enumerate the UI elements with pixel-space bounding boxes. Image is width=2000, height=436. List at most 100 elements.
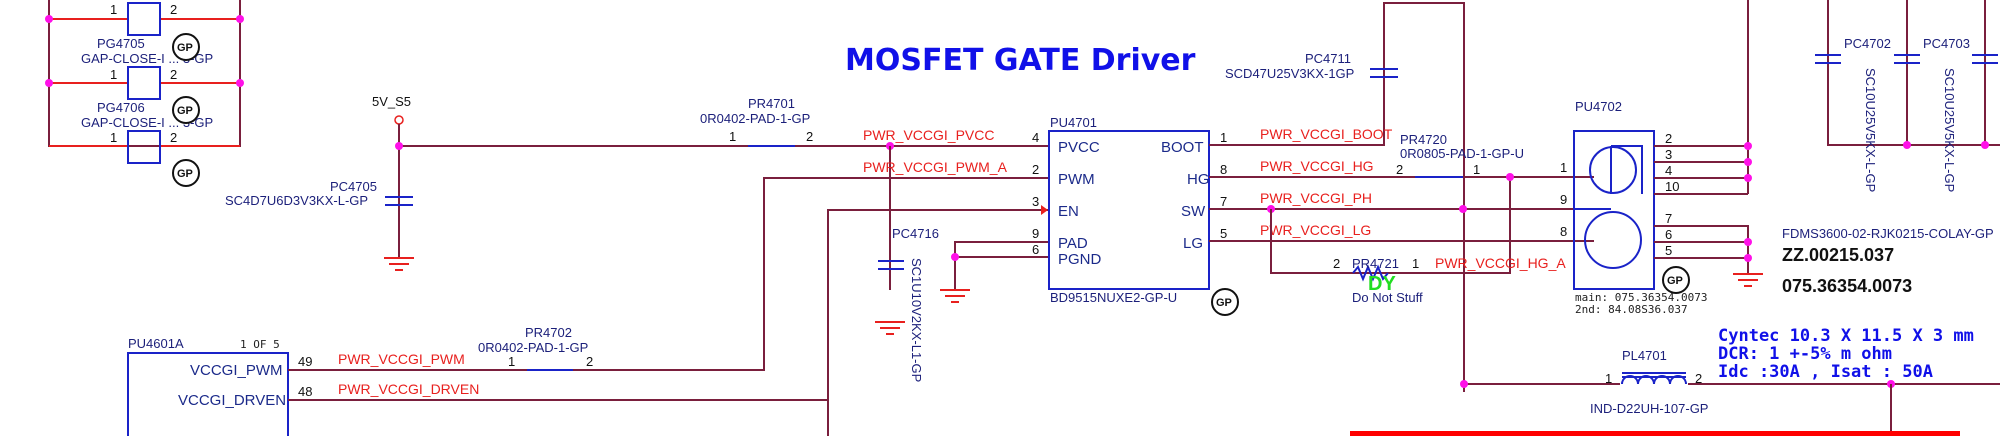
gap-pad-pg4706[interactable] [127, 66, 161, 100]
net-label: PWR_VCCGI_PVCC [863, 127, 994, 143]
gap-pad-3[interactable] [127, 130, 161, 164]
dy-flag: DY [1368, 273, 1396, 295]
pin-label: 1 [1473, 162, 1480, 177]
pin-label: 1 [110, 130, 117, 145]
svg-text:GP: GP [177, 168, 193, 180]
pin-label: 2 [170, 67, 177, 82]
res-ref-pr4720: PR4720 [1400, 132, 1447, 147]
svg-text:2: 2 [1032, 162, 1039, 177]
mosfet-2nd-pn: 2nd: 84.08S36.037 [1575, 303, 1688, 316]
gp-badge-icon: GP [172, 159, 200, 187]
svg-text:5: 5 [1220, 226, 1227, 241]
res-ref-pr4721: PR4721 [1352, 256, 1399, 271]
net-label: PWR_VCCGI_DRVEN [338, 381, 479, 397]
cap-ref-pc4705: PC4705 [330, 179, 377, 194]
ic-ref: PU4702 [1575, 99, 1622, 114]
net-label: PWR_VCCGI_HG_A [1435, 255, 1566, 271]
svg-text:8: 8 [1560, 224, 1567, 239]
svg-text:LG: LG [1183, 235, 1203, 252]
res-part-pr4720: 0R0805-PAD-1-GP-U [1400, 146, 1524, 161]
ic-part: BD9515NUXE2-GP-U [1050, 290, 1177, 305]
mosfet-part: FDMS3600-02-RJK0215-COLAY-GP [1782, 226, 1994, 241]
svg-text:PWM: PWM [1058, 171, 1095, 188]
gp-badge-icon: GP [1662, 266, 1690, 294]
gap-pad-ref: PG4706 [97, 100, 145, 115]
ind-ref: PL4701 [1622, 348, 1667, 363]
power-bus-bar [1350, 431, 1960, 436]
pin-label: 2 [586, 354, 593, 369]
ind-spec: Idc :30A , Isat : 50A [1718, 362, 1933, 382]
pin-label: 1 [729, 129, 736, 144]
cap-part-pc4702: SC10U25V5KX-L-GP [1863, 68, 1878, 192]
ind-spec: DCR: 1 +-5% m ohm [1718, 344, 1892, 364]
svg-text:PVCC: PVCC [1058, 139, 1100, 156]
svg-text:9: 9 [1032, 226, 1039, 241]
net-label: PWR_VCCGI_PWM_A [863, 159, 1008, 175]
svg-text:GP: GP [177, 42, 193, 54]
svg-text:6: 6 [1032, 242, 1039, 257]
page-title: MOSFET GATE Driver [845, 43, 1196, 78]
cap-ref-pc4716: PC4716 [892, 226, 939, 241]
ground-icon [1733, 273, 1763, 287]
cap-ref-pc4703: PC4703 [1923, 36, 1970, 51]
gp-badge-icon: GP [1211, 288, 1239, 316]
svg-text:4: 4 [1032, 130, 1039, 145]
svg-text:3: 3 [1665, 147, 1672, 162]
svg-text:PGND: PGND [1058, 251, 1102, 268]
pin-label: 2 [1695, 371, 1702, 386]
net-label: PWR_VCCGI_PWM [338, 351, 465, 367]
ground-icon [384, 257, 414, 271]
pch-ic-pu4601a[interactable]: PU4601A 1 OF 5 VCCGI_PWM VCCGI_DRVEN 49 … [127, 336, 312, 436]
mosfet-main-pn: main: 075.36354.0073 [1575, 291, 1707, 304]
cap-part-pc4703: SC10U25V5KX-L-GP [1942, 68, 1957, 192]
cap-part-pc4716: SC1U10V2KX-L1-GP [909, 258, 924, 382]
svg-text:7: 7 [1665, 211, 1672, 226]
input-arrow-icon [1041, 205, 1048, 215]
pin-label: 2 [170, 130, 177, 145]
pin-label: 2 [170, 2, 177, 17]
svg-text:10: 10 [1665, 179, 1679, 194]
cap-part-pc4705: SC4D7U6D3V3KX-L-GP [225, 193, 368, 208]
svg-text:GP: GP [1216, 297, 1232, 309]
ic-unit: 1 OF 5 [240, 338, 280, 351]
ind-spec: Cyntec 10.3 X 11.5 X 3 mm [1718, 326, 1974, 346]
svg-text:7: 7 [1220, 194, 1227, 209]
svg-text:GP: GP [1667, 275, 1683, 287]
svg-text:9: 9 [1560, 192, 1567, 207]
ind-part: IND-D22UH-107-GP [1590, 401, 1708, 416]
pin-label: 1 [1412, 256, 1419, 271]
res-part-pr4702: 0R0402-PAD-1-GP [478, 340, 588, 355]
driver-ic-pu4701[interactable]: PU4701 BD9515NUXE2-GP-U 4 2 3 9 6 PVCC P… [1032, 115, 1227, 305]
pin-label: 2 [1396, 162, 1403, 177]
net-label: PWR_VCCGI_BOOT [1260, 126, 1393, 142]
resistor-pr4721[interactable] [1352, 264, 1389, 282]
power-port-icon [394, 115, 404, 125]
svg-text:VCCGI_PWM: VCCGI_PWM [190, 362, 283, 379]
svg-text:49: 49 [298, 354, 312, 369]
res-ref-pr4702: PR4702 [525, 325, 572, 340]
svg-text:SW: SW [1181, 203, 1206, 220]
gp-badge-icon: GP [172, 33, 200, 61]
svg-text:BOOT: BOOT [1161, 139, 1204, 156]
res-part-pr4701: 0R0402-PAD-1-GP [700, 111, 810, 126]
mosfet-pn2: 075.36354.0073 [1782, 276, 1912, 296]
ground-icon [940, 289, 970, 303]
svg-text:EN: EN [1058, 203, 1079, 220]
cap-ref-pc4702: PC4702 [1844, 36, 1891, 51]
gap-pad-pg4705[interactable] [127, 2, 161, 36]
ic-ref: PU4601A [128, 336, 184, 351]
svg-text:GP: GP [177, 105, 193, 117]
svg-text:5: 5 [1665, 243, 1672, 258]
gap-pad-ref: PG4705 [97, 36, 145, 51]
svg-text:2: 2 [1665, 131, 1672, 146]
net-label: PWR_VCCGI_PH [1260, 190, 1372, 206]
mosfet-pu4702[interactable]: PU4702 1 9 8 2 3 4 10 7 6 5 [1560, 99, 1679, 290]
pin-label: 2 [806, 129, 813, 144]
pin-label: 1 [110, 2, 117, 17]
cap-part-pc4711: SCD47U25V3KX-1GP [1225, 66, 1354, 81]
svg-text:VCCGI_DRVEN: VCCGI_DRVEN [178, 392, 286, 409]
res-part-pr4721: Do Not Stuff [1352, 290, 1423, 305]
pin-label: 1 [110, 67, 117, 82]
svg-text:PAD: PAD [1058, 235, 1088, 252]
